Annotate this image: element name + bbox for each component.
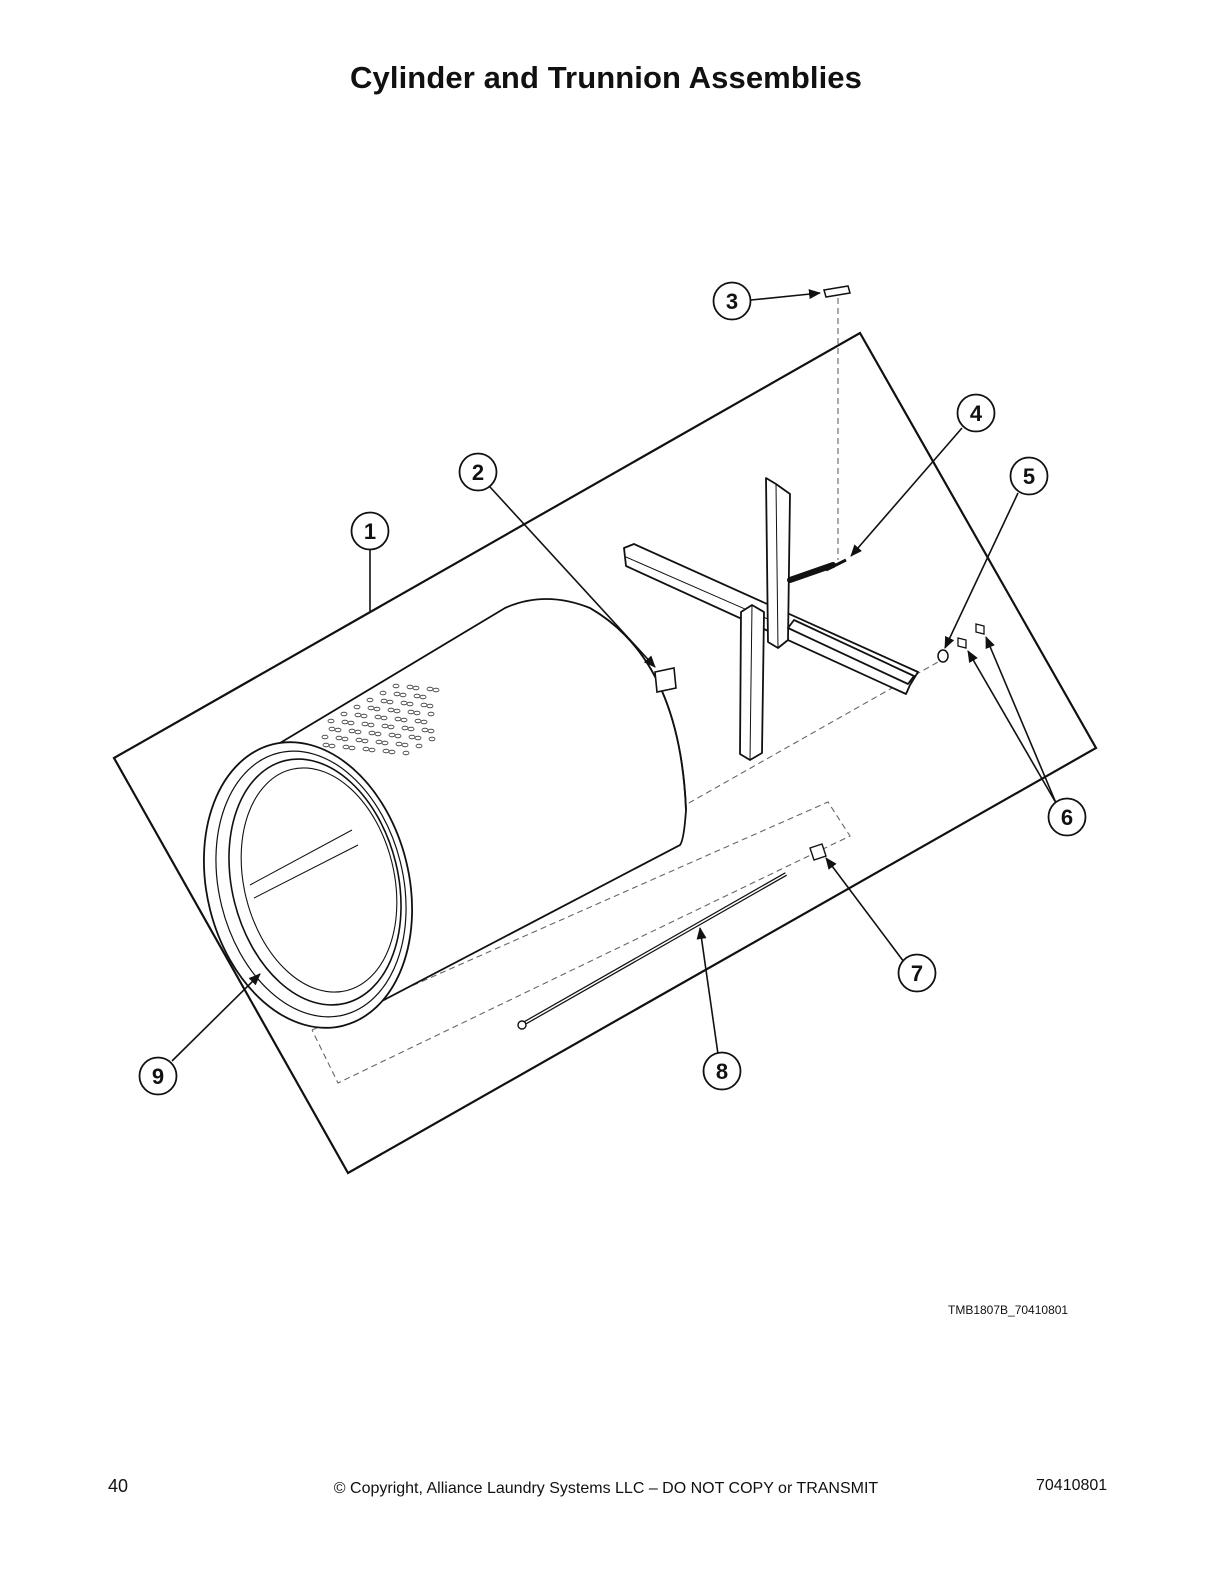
perforation-hole xyxy=(379,690,387,696)
perforation-hole xyxy=(321,734,329,740)
washer-part xyxy=(937,649,949,663)
callout-3: 3 xyxy=(712,281,752,321)
perforation-hole xyxy=(341,736,349,742)
perforation-hole xyxy=(427,728,435,734)
perforation-hole xyxy=(412,685,420,691)
callout-8-label: 8 xyxy=(716,1059,728,1084)
callout-8: 8 xyxy=(702,1051,742,1091)
perforation-hole xyxy=(366,697,374,703)
perforation-hole xyxy=(426,703,434,709)
perforation-hole xyxy=(392,683,400,689)
perforation-hole xyxy=(354,729,362,735)
callout-1-label: 1 xyxy=(364,519,376,544)
cylinder-assembly xyxy=(203,598,687,1029)
page-title: Cylinder and Trunnion Assemblies xyxy=(350,60,862,95)
perforation-hole xyxy=(432,687,440,693)
perforation-hole xyxy=(414,735,422,741)
callout-4: 4 xyxy=(956,393,996,433)
perforation-hole xyxy=(360,713,368,719)
perforation-hole xyxy=(388,749,396,755)
perforation-hole xyxy=(393,708,401,714)
callout-4-label: 4 xyxy=(970,401,983,426)
perforation-hole xyxy=(380,715,388,721)
callout-1: 1 xyxy=(350,511,390,551)
document-number: 70410801 xyxy=(1036,1477,1108,1494)
callout-6-label: 6 xyxy=(1061,805,1073,830)
perforation-hole xyxy=(419,694,427,700)
perforation-hole xyxy=(353,704,361,710)
perforation-hole xyxy=(327,718,335,724)
cylinder-perforations xyxy=(321,683,440,756)
perforation-hole xyxy=(420,719,428,725)
perforation-hole xyxy=(400,717,408,723)
perforation-hole xyxy=(334,727,342,733)
perforation-hole xyxy=(402,750,410,756)
perforation-hole xyxy=(373,706,381,712)
nut-part-a xyxy=(957,637,967,649)
perforation-hole xyxy=(387,724,395,730)
perforation-hole xyxy=(427,711,435,717)
perforation-hole xyxy=(394,733,402,739)
perforation-hole xyxy=(381,740,389,746)
perforation-hole xyxy=(328,743,336,749)
callout-9: 9 xyxy=(138,1056,178,1096)
clip-part xyxy=(809,843,827,861)
callout-7: 7 xyxy=(897,953,937,993)
perforation-hole xyxy=(399,692,407,698)
copyright-notice: © Copyright, Alliance Laundry Systems LL… xyxy=(333,1480,879,1497)
perforation-hole xyxy=(415,743,423,749)
callout-9-label: 9 xyxy=(152,1064,164,1089)
perforation-hole xyxy=(413,710,421,716)
drawing-id: TMB1807B_70410801 xyxy=(948,1303,1069,1317)
callout-5: 5 xyxy=(1009,456,1049,496)
nut-part-b xyxy=(975,623,985,635)
rod-part xyxy=(517,872,787,1030)
perforation-hole xyxy=(374,731,382,737)
perforation-hole xyxy=(368,747,376,753)
phantom-lines xyxy=(311,298,939,1084)
callout-6: 6 xyxy=(1047,797,1087,837)
callout-2-label: 2 xyxy=(472,460,484,485)
perforation-hole xyxy=(361,738,369,744)
pad-part xyxy=(654,667,677,693)
perforation-hole xyxy=(348,745,356,751)
callout-7-label: 7 xyxy=(911,961,923,986)
perforation-hole xyxy=(406,701,414,707)
perforation-hole xyxy=(401,742,409,748)
trunnion-frame xyxy=(623,477,919,761)
callout-3-label: 3 xyxy=(726,289,738,314)
callout-2: 2 xyxy=(458,452,498,492)
key-part xyxy=(823,285,851,298)
perforation-hole xyxy=(407,726,415,732)
perforation-hole xyxy=(367,722,375,728)
perforation-hole xyxy=(340,711,348,717)
perforation-hole xyxy=(386,699,394,705)
assembly-plane-outline xyxy=(112,331,1098,1175)
page-number: 40 xyxy=(108,1476,129,1496)
perforation-hole xyxy=(347,720,355,726)
perforation-hole xyxy=(428,736,436,742)
leader-lines xyxy=(171,289,1057,1062)
callout-5-label: 5 xyxy=(1023,464,1035,489)
